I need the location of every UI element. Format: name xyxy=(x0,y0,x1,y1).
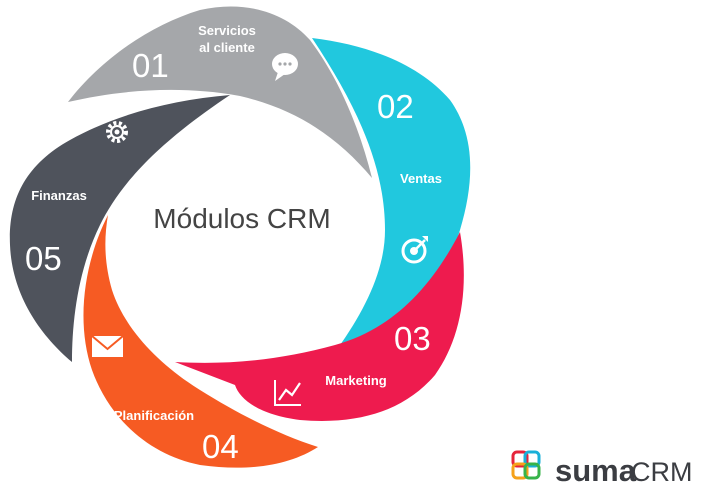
segment-05-number: 05 xyxy=(25,240,62,277)
center-title: Módulos CRM xyxy=(153,203,330,234)
segment-03-number: 03 xyxy=(394,320,431,357)
segment-01-shape xyxy=(68,6,372,178)
segment-01: 01 Servicios al cliente xyxy=(68,6,372,178)
envelope-icon xyxy=(91,335,124,357)
logo-text-crm: CRM xyxy=(631,457,693,487)
segment-05: 05 Finanzas xyxy=(9,95,230,362)
segment-04-number: 04 xyxy=(202,428,239,465)
segment-02-label: Ventas xyxy=(400,171,442,186)
segment-01-label-line1: Servicios xyxy=(198,23,256,38)
gear-icon xyxy=(106,121,128,143)
segment-04-label: Planificación xyxy=(114,408,194,423)
segment-03-shape xyxy=(175,232,464,421)
segment-02: 02 Ventas xyxy=(312,38,471,348)
segment-05-label: Finanzas xyxy=(31,188,87,203)
segment-01-label-line2: al cliente xyxy=(199,40,255,55)
chart-growth-icon xyxy=(274,380,301,406)
logo-text-suma: suma xyxy=(555,453,637,488)
segment-02-number: 02 xyxy=(377,88,414,125)
segment-04: 04 Planificación xyxy=(83,215,318,468)
sumacrm-logo: suma CRM xyxy=(511,450,693,488)
segment-01-number: 01 xyxy=(132,47,169,84)
segment-05-shape xyxy=(9,95,230,362)
segment-04-shape xyxy=(83,215,318,468)
segment-03-label: Marketing xyxy=(325,373,386,388)
segment-03: 03 Marketing xyxy=(175,232,464,421)
sumacrm-logo-mark xyxy=(511,450,541,480)
chat-bubble-icon xyxy=(272,53,298,81)
target-icon xyxy=(401,236,428,264)
segment-02-shape xyxy=(312,38,471,348)
